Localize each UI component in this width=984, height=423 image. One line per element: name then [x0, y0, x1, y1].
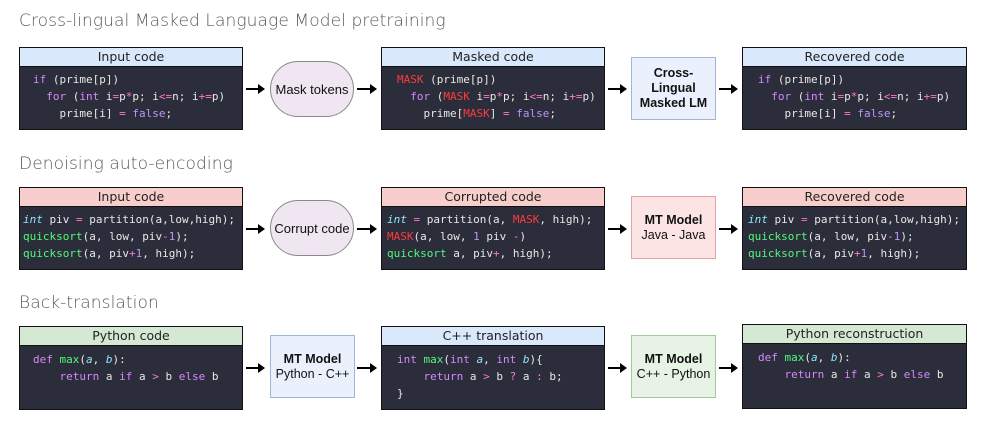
recovered-code-text: int piv = partition(a,low,high); quickso… [748, 213, 960, 260]
cpp-translation-box: C++ translation int max(int a, int b){ r… [381, 326, 605, 410]
recovered-code-box-r1: Recovered code if (prime[p]) for (int i=… [742, 47, 967, 130]
arrow [357, 84, 377, 94]
model-title: MT Model [283, 351, 342, 366]
arrow [357, 224, 377, 234]
python-reconstruction-header: Python reconstruction [743, 325, 966, 344]
corrupted-code-text: int = partition(a, MASK, high); MASK(a, … [387, 213, 593, 260]
section-title-mlm: Cross-lingual Masked Language Model pret… [19, 11, 446, 31]
masked-code-box: Masked code MASK (prime[p]) for (MASK i=… [381, 47, 605, 130]
input-code-box-r2: Input code int piv = partition(a,low,hig… [19, 187, 243, 270]
input-code-header: Input code [20, 48, 242, 67]
model-subtitle: Python - C++ [275, 366, 350, 381]
recovered-code-header: Recovered code [743, 48, 966, 67]
python-code-text: def max(a, b): return a if a > b else b [33, 353, 219, 383]
corrupt-code-node: Corrupt code [270, 200, 354, 256]
python-reconstruction-box: Python reconstruction def max(a, b): ret… [742, 324, 967, 409]
model-subtitle: Java - Java [641, 227, 706, 242]
mt-model-python-cpp-node: MT Model Python - C++ [270, 335, 355, 398]
python-code-header: Python code [20, 327, 242, 346]
arrow [246, 363, 265, 373]
arrow [719, 363, 738, 373]
model-title: MT Model [644, 212, 703, 227]
python-reconstruction-text: def max(a, b): return a if a > b else b [758, 351, 944, 381]
mt-model-java-node: MT Model Java - Java [631, 196, 716, 259]
masked-code-text: MASK (prime[p]) for (MASK i=p*p; i<=n; i… [397, 73, 596, 120]
input-code-text: int piv = partition(a,low,high); quickso… [23, 213, 235, 260]
section-title-denoising: Denoising auto-encoding [19, 154, 233, 174]
corrupted-code-box: Corrupted code int = partition(a, MASK, … [381, 187, 605, 270]
arrow [246, 84, 265, 94]
arrow [719, 224, 738, 234]
arrow [608, 224, 627, 234]
recovered-code-box-r2: Recovered code int piv = partition(a,low… [742, 187, 967, 270]
cpp-translation-text: int max(int a, int b){ return a > b ? a … [397, 353, 563, 400]
mask-tokens-node: Mask tokens [270, 61, 354, 117]
corrupted-code-header: Corrupted code [382, 188, 604, 207]
arrow [357, 363, 377, 373]
input-code-text: if (prime[p]) for (int i=p*p; i<=n; i+=p… [33, 73, 226, 120]
arrow [719, 84, 738, 94]
arrow [608, 363, 627, 373]
recovered-code-text: if (prime[p]) for (int i=p*p; i<=n; i+=p… [758, 73, 951, 120]
input-code-header: Input code [20, 188, 242, 207]
arrow [246, 224, 265, 234]
section-title-back-translation: Back-translation [19, 293, 159, 313]
input-code-box-r1: Input code if (prime[p]) for (int i=p*p;… [19, 47, 243, 130]
mt-model-cpp-python-node: MT Model C++ - Python [631, 335, 716, 398]
arrow [608, 84, 627, 94]
model-subtitle: C++ - Python [636, 366, 711, 381]
python-code-box: Python code def max(a, b): return a if a… [19, 326, 243, 410]
masked-code-header: Masked code [382, 48, 604, 67]
recovered-code-header: Recovered code [743, 188, 966, 207]
cpp-translation-header: C++ translation [382, 327, 604, 346]
cross-lingual-mlm-node: Cross-Lingual Masked LM [631, 57, 716, 120]
model-title: Cross-Lingual Masked LM [639, 66, 708, 110]
model-title: MT Model [644, 351, 703, 366]
